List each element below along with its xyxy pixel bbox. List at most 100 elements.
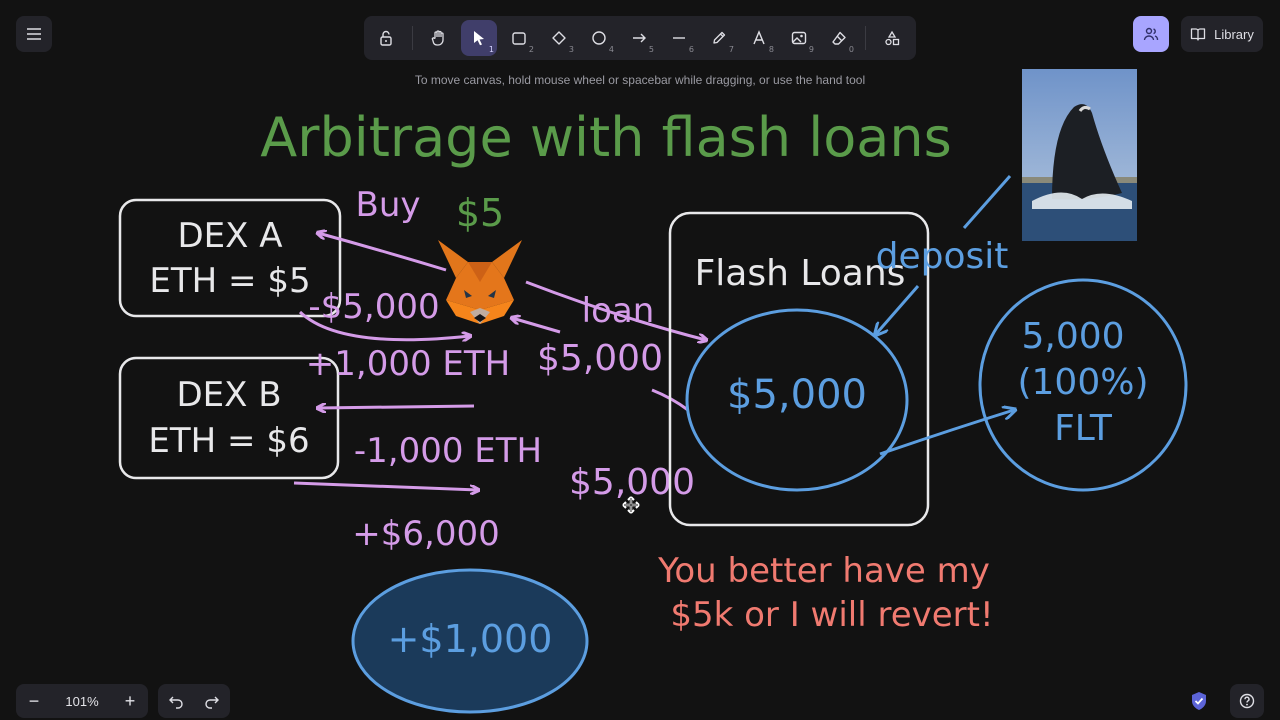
diamond-tool-button[interactable]: 3	[541, 20, 577, 56]
redo-icon	[205, 696, 219, 709]
library-label: Library	[1214, 26, 1254, 42]
line-icon	[673, 37, 685, 39]
buy-label[interactable]: Buy	[356, 185, 421, 225]
shape-toolbar: 1 2 3 4 5 6 7	[364, 16, 916, 60]
encryption-badge-button[interactable]	[1184, 686, 1214, 716]
whale-photo[interactable]	[1022, 69, 1137, 241]
dex-a-box[interactable]	[118, 198, 342, 318]
metamask-fox-icon[interactable]	[434, 238, 526, 326]
zoom-level-button[interactable]: 101%	[65, 693, 99, 709]
price-5-label[interactable]: $5	[456, 191, 504, 235]
ellipse-tool-button[interactable]: 4	[581, 20, 617, 56]
history-controls	[158, 684, 230, 718]
shapes-icon	[885, 30, 900, 46]
dex-b-price[interactable]: ETH = $6	[148, 421, 309, 461]
flash-loans-box[interactable]	[668, 211, 930, 527]
flt-amount[interactable]: 5,000	[1021, 316, 1124, 357]
image-tool-button[interactable]: 9	[781, 20, 817, 56]
flash-loans-label[interactable]: Flash Loans	[695, 253, 906, 294]
help-icon	[1239, 693, 1255, 709]
toolbar-divider	[412, 26, 413, 50]
dex-a-name[interactable]: DEX A	[177, 216, 282, 256]
eraser-icon	[832, 31, 846, 45]
main-menu-button[interactable]	[16, 16, 52, 52]
pencil-icon	[713, 31, 726, 44]
tool-key-hint: 9	[808, 45, 814, 54]
pool-amount[interactable]: $5,000	[727, 372, 867, 418]
text-tool-button[interactable]: 8	[741, 20, 777, 56]
tool-key-hint: 1	[488, 45, 494, 54]
arrow-dex-b-out[interactable]	[293, 481, 478, 490]
dex-b-name[interactable]: DEX B	[176, 375, 281, 415]
whale-line[interactable]	[962, 175, 1012, 229]
tool-key-hint: 5	[648, 45, 654, 54]
arrow-fox-to-pool[interactable]	[525, 280, 706, 340]
arrow-pool-to-flt[interactable]	[879, 410, 1014, 456]
undo-button[interactable]	[158, 684, 194, 718]
tool-key-hint: 8	[768, 45, 774, 54]
flt-circle[interactable]	[978, 278, 1188, 492]
eth-5000-label[interactable]: $5,000	[537, 338, 663, 379]
warning-line-2[interactable]: $5k or I will revert!	[670, 595, 993, 635]
help-button[interactable]	[1230, 684, 1264, 718]
shield-check-icon	[1192, 692, 1206, 710]
zoom-in-button[interactable]: +	[124, 690, 136, 711]
library-button[interactable]: Library	[1181, 16, 1263, 52]
eraser-tool-button[interactable]: 0	[821, 20, 857, 56]
zoom-controls: − 101% +	[16, 684, 148, 718]
zoom-out-button[interactable]: −	[28, 690, 40, 711]
flt-symbol[interactable]: FLT	[1054, 408, 1113, 449]
tool-key-hint: 2	[528, 45, 534, 54]
arrow-deposit-to-pool[interactable]	[876, 285, 920, 334]
plus-6000-label[interactable]: +$6,000	[352, 514, 499, 554]
more-shapes-button[interactable]	[874, 20, 910, 56]
bottom-5000-label[interactable]: $5,000	[569, 462, 695, 503]
line-tool-button[interactable]: 6	[661, 20, 697, 56]
redo-button[interactable]	[194, 684, 230, 718]
users-icon	[1143, 27, 1159, 41]
profit-amount[interactable]: +$1,000	[388, 617, 553, 661]
lock-tool-button[interactable]	[368, 20, 404, 56]
minus-1000-eth-label[interactable]: -1,000 ETH	[354, 431, 542, 471]
tool-key-hint: 6	[688, 45, 694, 54]
move-cursor-icon	[622, 496, 640, 514]
arrow-tool-button[interactable]: 5	[621, 20, 657, 56]
arrow-dex-a-to-fox[interactable]	[298, 310, 470, 340]
toolbar-divider	[865, 26, 866, 50]
deposit-label[interactable]: deposit	[876, 236, 1009, 277]
ellipse-icon	[592, 31, 606, 45]
flt-percent[interactable]: (100%)	[1017, 362, 1148, 403]
diagram-title[interactable]: Arbitrage with flash loans	[260, 106, 951, 169]
rectangle-tool-button[interactable]: 2	[501, 20, 537, 56]
tool-key-hint: 3	[568, 45, 574, 54]
undo-icon	[169, 696, 183, 709]
rectangle-icon	[512, 32, 526, 45]
warning-line-1[interactable]: You better have my	[657, 551, 990, 591]
minus-5000-label[interactable]: -$5,000	[308, 287, 439, 327]
hand-icon	[431, 30, 444, 46]
tool-key-hint: 4	[608, 45, 614, 54]
dex-b-box[interactable]	[118, 356, 340, 480]
loan-label[interactable]: loan	[582, 291, 655, 331]
arrow-fox-to-dex-b[interactable]	[318, 406, 475, 408]
lock-icon	[380, 30, 392, 46]
collaborate-button[interactable]	[1133, 16, 1169, 52]
selection-tool-button[interactable]: 1	[461, 20, 497, 56]
hamburger-menu-icon	[27, 28, 41, 40]
plus-1000-eth-label[interactable]: +1,000 ETH	[306, 344, 510, 384]
book-icon	[1190, 28, 1206, 41]
image-icon	[791, 31, 807, 45]
arrow-fox-to-dex-a[interactable]	[318, 233, 447, 272]
pool-ellipse[interactable]	[685, 308, 909, 492]
pointer-icon	[474, 31, 484, 46]
hand-tool-button[interactable]	[421, 20, 457, 56]
draw-tool-button[interactable]: 7	[701, 20, 737, 56]
text-icon	[753, 30, 765, 45]
profit-ellipse[interactable]	[351, 568, 589, 714]
dex-a-price[interactable]: ETH = $5	[149, 261, 310, 301]
diamond-icon	[552, 31, 566, 45]
canvas-hint: To move canvas, hold mouse wheel or spac…	[414, 73, 866, 87]
arrow-icon	[633, 33, 646, 43]
arrow-pool-to-fox[interactable]	[512, 318, 561, 334]
